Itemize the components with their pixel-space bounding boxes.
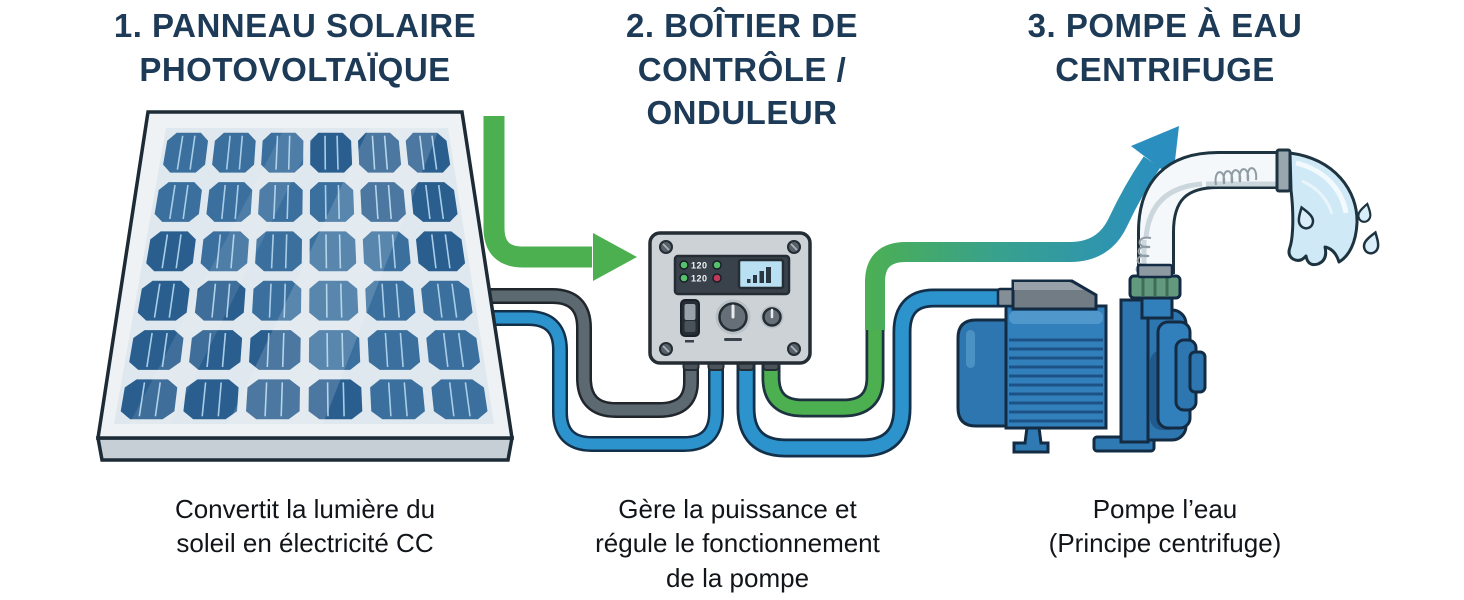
pump-terminal-box — [996, 279, 1098, 311]
pump-inlet-stub — [1188, 350, 1207, 394]
lcd-screen — [737, 258, 785, 290]
motor-body — [1004, 304, 1108, 430]
signal-bars-icon — [747, 267, 771, 283]
control-knob-small — [760, 305, 784, 329]
solar-panel-base — [95, 436, 515, 462]
section-title-panel: 1. PANNEAU SOLAIRE PHOTOVOLTAÏQUE — [113, 7, 477, 88]
controller-display: 120 120 — [673, 254, 791, 296]
solar-panel-grid — [120, 128, 488, 424]
control-knob-large — [715, 299, 751, 341]
controller-box: 120 120 — [648, 231, 812, 371]
pipe-coupling-green — [1128, 274, 1182, 300]
pump-illustration — [956, 263, 1207, 454]
led-indicators: 120 120 — [679, 260, 722, 284]
section-caption-pump: Pompe l’eau (Principe centrifuge) — [1048, 494, 1282, 559]
pump-bracket — [1119, 298, 1150, 444]
motor-rear-bell — [956, 318, 1012, 428]
led-row2-label: 120 — [691, 274, 708, 284]
dc-cable-blue — [480, 310, 724, 452]
solar-panel-illustration — [95, 110, 515, 462]
section-title-controller: 2. BOÎTIER DE CONTRÔLE / ONDULEUR — [625, 7, 859, 132]
water-stream — [1287, 151, 1359, 267]
section-title-pump: 3. POMPE À EAU CENTRIFUGE — [1027, 7, 1303, 88]
outlet-pipe — [1135, 148, 1292, 276]
pipe-end-collar — [1275, 148, 1292, 193]
power-switch — [680, 299, 700, 343]
section-caption-panel: Convertit la lumière du soleil en électr… — [174, 494, 436, 559]
dc-cable-gray — [480, 288, 699, 418]
green-flow-arrow-icon — [483, 116, 637, 281]
led-row1-label: 120 — [691, 261, 708, 271]
pump-power-cable-blue — [736, 288, 1004, 458]
screw-icon — [659, 240, 801, 356]
pipe-collar-gray — [1136, 263, 1174, 279]
section-caption-controller: Gère la puissance et régule le fonctionn… — [595, 494, 880, 593]
motor-cable-green — [761, 322, 885, 418]
